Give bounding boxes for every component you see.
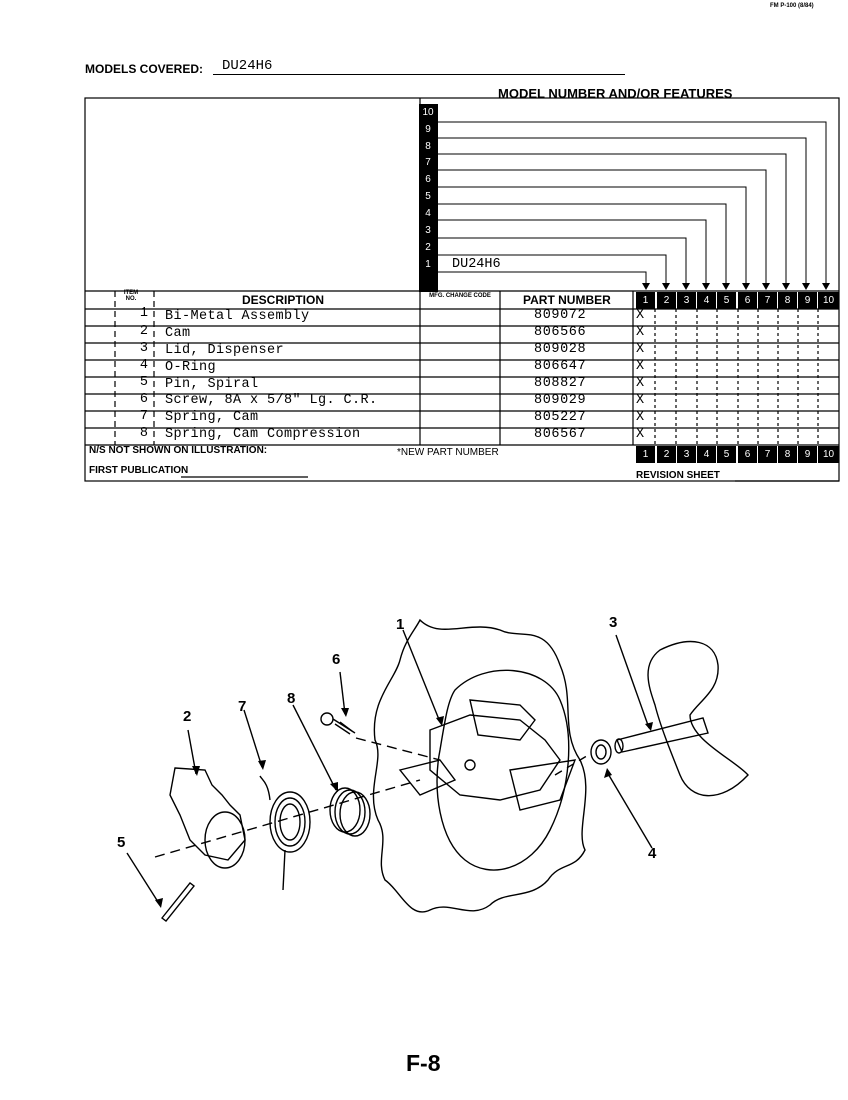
model-mark: X (636, 376, 645, 391)
part-description: Bi-Metal Assembly (165, 309, 310, 324)
model-col-header: 8 (778, 292, 797, 309)
part-number: 805227 (534, 410, 587, 425)
new-part-label: *NEW PART NUMBER (397, 447, 499, 458)
model-mark: X (636, 359, 645, 374)
side-number: 5 (425, 191, 431, 202)
part-number: 806566 (534, 325, 587, 340)
model-col-footer: 3 (677, 446, 696, 463)
side-number: 6 (425, 174, 431, 185)
models-covered-underline (213, 74, 625, 75)
part-description: Spring, Cam (165, 410, 259, 425)
model-mark: X (636, 410, 645, 425)
side-number: 1 (425, 259, 431, 270)
model-mark: X (636, 427, 645, 442)
model-1-value: DU24H6 (452, 257, 501, 272)
revision-sheet-label: REVISION SHEET (636, 470, 720, 481)
table-frame (84, 97, 840, 482)
mfg-change-code-header: MFG. CHANGE CODE (429, 293, 491, 299)
item-no-header: ITEM NO. (123, 290, 139, 302)
part-description: Lid, Dispenser (165, 343, 285, 358)
callout-2: 2 (183, 708, 192, 725)
model-mark: X (636, 342, 645, 357)
callout-5: 5 (117, 834, 126, 851)
model-col-header: 10 (818, 292, 839, 309)
part-number: 809029 (534, 393, 587, 408)
callout-4: 4 (648, 845, 657, 862)
model-col-header: 7 (758, 292, 777, 309)
model-col-footer: 1 (636, 446, 655, 463)
item-no: 8 (139, 426, 148, 441)
form-code: FM P-100 (8/84) (770, 3, 814, 9)
side-number: 9 (425, 124, 431, 135)
model-mark: X (636, 325, 645, 340)
part-number: 809028 (534, 342, 587, 357)
model-col-footer: 9 (798, 446, 817, 463)
item-no: 1 (139, 306, 148, 321)
part-number: 806567 (534, 427, 587, 442)
part-number: 809072 (534, 308, 587, 323)
side-number: 8 (425, 141, 431, 152)
side-number: 7 (425, 157, 431, 168)
model-col-header: 4 (697, 292, 716, 309)
side-number: 2 (425, 242, 431, 253)
part-description: Spring, Cam Compression (165, 427, 361, 442)
model-col-header: 1 (636, 292, 655, 309)
first-publication-label: FIRST PUBLICATION (89, 465, 189, 476)
model-col-header: 9 (798, 292, 817, 309)
model-col-footer: 8 (778, 446, 797, 463)
model-col-header: 3 (677, 292, 696, 309)
part-description: Pin, Spiral (165, 377, 259, 392)
side-number: 3 (425, 225, 431, 236)
features-title: MODEL NUMBER AND/OR FEATURES (498, 86, 733, 101)
part-description: Screw, 8A x 5/8" Lg. C.R. (165, 393, 378, 408)
model-leader-arrows (642, 283, 830, 290)
item-no: 3 (139, 341, 148, 356)
model-col-footer: 5 (717, 446, 736, 463)
model-mark: X (636, 393, 645, 408)
callout-1: 1 (396, 616, 405, 633)
page-number: F-8 (406, 1050, 441, 1076)
description-header: DESCRIPTION (242, 293, 325, 307)
side-number: 4 (425, 208, 431, 219)
part-description: Cam (165, 326, 191, 341)
callout-3: 3 (609, 614, 618, 631)
model-col-footer: 6 (738, 446, 757, 463)
model-mark: X (636, 308, 645, 323)
item-no: 4 (139, 358, 148, 373)
item-no: 2 (139, 324, 148, 339)
model-col-header: 2 (657, 292, 676, 309)
item-no: 5 (139, 375, 148, 390)
models-covered-label: MODELS COVERED: (85, 62, 204, 76)
model-leader-lines (438, 121, 827, 289)
item-no: 7 (139, 409, 148, 424)
models-covered-value: DU24H6 (222, 58, 273, 74)
callout-arrowheads (155, 708, 653, 908)
model-col-footer: 4 (697, 446, 716, 463)
model-col-footer: 2 (657, 446, 676, 463)
part-number-header: PART NUMBER (523, 293, 611, 307)
item-no: 6 (139, 392, 148, 407)
model-col-footer: 10 (818, 446, 839, 463)
side-number: 10 (422, 107, 434, 118)
model-col-header: 6 (738, 292, 757, 309)
model-col-header: 5 (717, 292, 736, 309)
part-description: O-Ring (165, 360, 217, 375)
part-number: 806647 (534, 359, 587, 374)
side-number-column (419, 104, 438, 292)
part-number: 808827 (534, 376, 587, 391)
not-shown-label: N/S NOT SHOWN ON ILLUSTRATION: (89, 445, 268, 456)
model-col-footer: 7 (758, 446, 777, 463)
callout-8: 8 (287, 690, 296, 707)
callout-7: 7 (238, 698, 247, 715)
callout-6: 6 (332, 651, 341, 668)
exploded-view (126, 618, 749, 922)
